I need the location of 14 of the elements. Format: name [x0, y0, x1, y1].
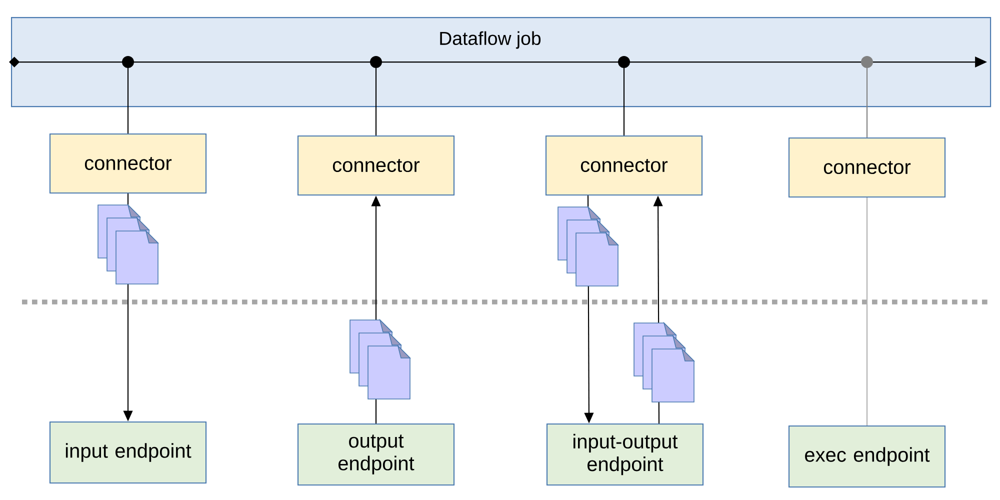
connector-box: connector — [545, 135, 703, 196]
connector-box: connector — [297, 135, 455, 196]
connector-line — [861, 56, 873, 138]
connector-line — [866, 198, 868, 426]
endpoint-box: output endpoint — [297, 423, 455, 486]
endpoint-box: input-output endpoint — [546, 423, 704, 486]
connector-box: connector — [788, 137, 946, 198]
connector-line — [370, 56, 382, 136]
endpoint-box: input endpoint — [49, 421, 207, 484]
connector-line — [122, 56, 134, 134]
job-band: Dataflow job — [11, 17, 992, 108]
endpoint-box: exec endpoint — [788, 425, 946, 488]
connector-box: connector — [49, 133, 207, 194]
connector-line — [618, 56, 630, 136]
